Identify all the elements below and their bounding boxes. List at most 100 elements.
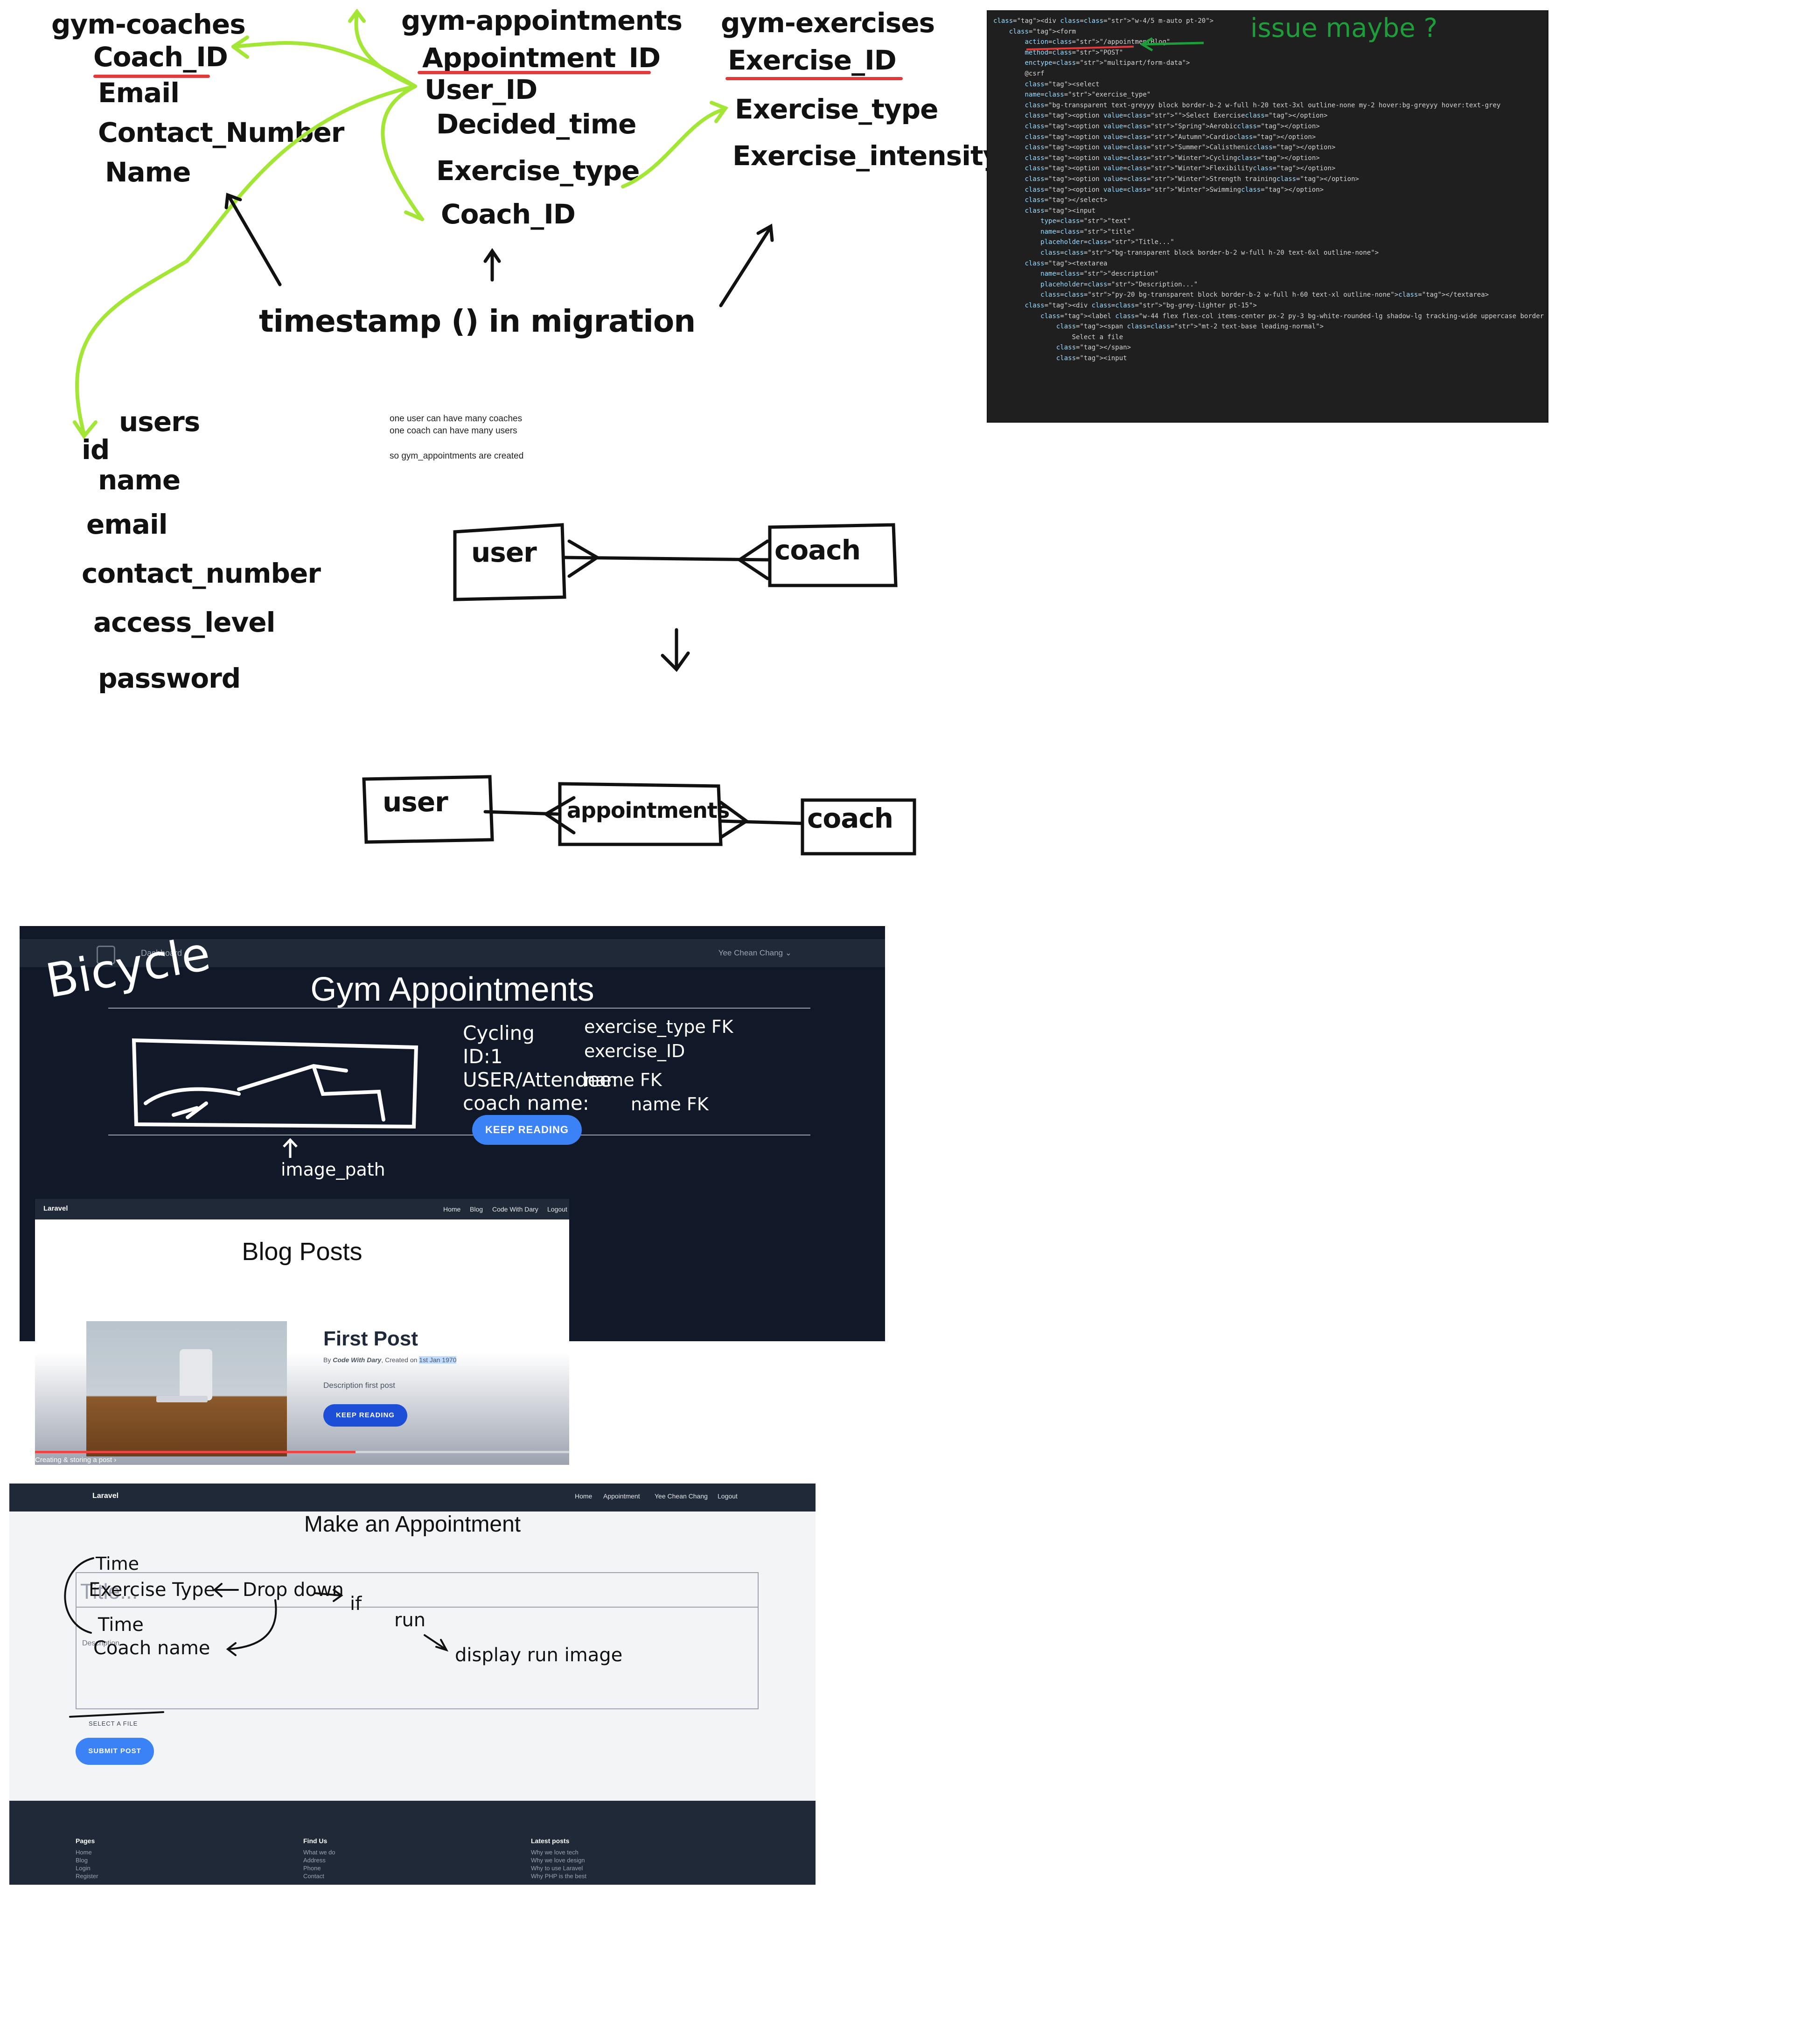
post-meta: By Code With Dary, Created on 1st Jan 19… (323, 1356, 457, 1364)
fk-notes: exercise_type FK exercise_ID name FK nam… (584, 1017, 733, 1115)
code-line: class="tag"><div class=class="str">"bg-g… (1025, 302, 1257, 310)
footer-link[interactable]: Why to use Laravel (531, 1865, 583, 1872)
code-line: class="tag"><textarea (1025, 259, 1108, 267)
issue-note: issue maybe ? (1250, 13, 1438, 43)
make-appointment-screenshot: Laravel Home Appointment Yee Chean Chang… (9, 1484, 816, 1885)
code-line: type=class="str">"text" (1040, 217, 1131, 225)
relation-note: one user can have many coaches (390, 414, 523, 424)
coaches-table-title: gym-coaches (51, 8, 246, 40)
nav-code-with-dary[interactable]: Code With Dary (492, 1205, 538, 1213)
code-line: class="tag"><option value=class="str">"S… (1025, 122, 1320, 130)
footer-heading: Pages (76, 1837, 95, 1845)
coach-id-field: Coach_ID (93, 41, 228, 73)
code-line: class="tag"><select (1025, 80, 1100, 88)
nav-home[interactable]: Home (575, 1492, 593, 1500)
footer-link[interactable]: Why we love design (531, 1857, 585, 1864)
exercise-intensity-field: Exercise_intensity (732, 140, 1001, 172)
footer-link[interactable]: Why we love tech (531, 1849, 579, 1856)
nav-home[interactable]: Home (443, 1205, 461, 1213)
post-description: Description first post (323, 1381, 395, 1390)
submit-post-button[interactable]: SUBMIT POST (76, 1738, 154, 1765)
brand-link[interactable]: Laravel (92, 1492, 119, 1500)
nav-user[interactable]: Yee Chean Chang (655, 1492, 708, 1500)
nav-blog[interactable]: Blog (470, 1205, 483, 1213)
top-nav: Laravel Home Blog Code With Dary Logout (35, 1199, 569, 1219)
footer-link[interactable]: Register (76, 1873, 98, 1880)
code-lines: class="tag"><div class=class="str">"w-4/… (988, 11, 1548, 364)
footer-link[interactable]: Address (303, 1857, 326, 1864)
image-path-note: image_path (281, 1159, 385, 1180)
chevron-right-icon: › (114, 1456, 117, 1464)
code-line: class="tag"><label class="w-44 flex flex… (1040, 312, 1544, 320)
footer-link[interactable]: Why PHP is the best (531, 1873, 586, 1880)
email-field: Email (98, 77, 180, 109)
footer-link[interactable]: Blog (76, 1857, 88, 1864)
time-note: Time (96, 1553, 139, 1574)
footer-links: What we do Address Phone Contact (303, 1848, 335, 1880)
contact-number-field: Contact_Number (98, 117, 344, 148)
users-name-field: name (98, 464, 181, 496)
nav-logout[interactable]: Logout (547, 1205, 567, 1213)
keep-reading-button[interactable]: KEEP READING (472, 1115, 582, 1145)
footer-link[interactable]: What we do (303, 1849, 335, 1856)
dropdown-note: Drop down (243, 1579, 344, 1601)
display-note: display run image (455, 1644, 623, 1666)
footer: Pages Home Blog Login Register Find Us W… (9, 1801, 816, 1885)
video-progress-track[interactable] (35, 1451, 569, 1453)
code-line: class="tag"><option value=class="str">"W… (1025, 154, 1320, 162)
code-line: placeholder=class="str">"Description..." (1040, 280, 1198, 288)
appointments-table-title: gym-appointments (401, 5, 683, 36)
er-appointments-label: appointments (567, 798, 730, 823)
top-nav: Dashboard Yee Chean Chang ⌄ (20, 939, 885, 967)
bicycle-sketch-icon (132, 1038, 418, 1129)
select-file-label[interactable]: SELECT A FILE (89, 1720, 138, 1727)
divider (108, 1008, 810, 1009)
code-line: @csrf (993, 70, 1045, 77)
brand-link[interactable]: Laravel (43, 1205, 68, 1212)
footer-link[interactable]: Contact (303, 1873, 324, 1880)
primary-key-underline (418, 71, 651, 74)
user-menu[interactable]: Yee Chean Chang ⌄ (718, 948, 792, 958)
title-input[interactable]: Title... (76, 1572, 759, 1608)
footer-heading: Latest posts (531, 1837, 570, 1845)
code-line: class="tag"><option value=class="str">"A… (1025, 133, 1316, 141)
code-line: name=class="str">"exercise_type" (1025, 91, 1151, 99)
er-user-label: user (471, 536, 537, 568)
code-line: class="bg-transparent text-greyyy block … (1025, 101, 1501, 109)
coach-name-note: Coach name (93, 1637, 210, 1659)
code-line: class="tag"><form (1009, 28, 1076, 35)
footer-links: Home Blog Login Register (76, 1848, 98, 1880)
appt-coach-id-field: Coach_ID (441, 198, 576, 230)
user-id-field: User_ID (425, 74, 537, 105)
keep-reading-button[interactable]: KEEP READING (323, 1404, 407, 1427)
users-access-field: access_level (93, 606, 276, 638)
code-line: class="tag"><span class=class="str">"mt-… (1056, 323, 1324, 331)
footer-links: Why we love tech Why we love design Why … (531, 1848, 586, 1880)
er-coach-label: coach (807, 802, 893, 834)
users-contact-field: contact_number (82, 557, 321, 589)
nav-appointment[interactable]: Appointment (603, 1492, 640, 1500)
footer-link[interactable]: Phone (303, 1865, 321, 1872)
users-password-field: password (98, 662, 241, 694)
nav-dashboard-link[interactable]: Dashboard (141, 948, 182, 958)
description-textarea[interactable]: Description... (76, 1606, 759, 1709)
appointment-id-field: Appointment_ID (422, 42, 661, 74)
primary-key-underline (93, 75, 210, 78)
title-placeholder: Title... (80, 1579, 138, 1603)
footer-link[interactable]: Login (76, 1865, 91, 1872)
keyboard-shape (156, 1396, 208, 1402)
monitor-shape (180, 1349, 212, 1400)
exercise-type-field: Exercise_type (436, 155, 640, 187)
blog-posts-screenshot: Laravel Home Blog Code With Dary Logout … (35, 1199, 569, 1465)
nav-logout[interactable]: Logout (718, 1492, 738, 1500)
exercise-type-field: Exercise_type (735, 93, 938, 125)
exercise-id-field: Exercise_ID (728, 44, 897, 76)
video-caption[interactable]: Creating & storing a post › (35, 1456, 117, 1464)
er-coach-label: coach (774, 534, 861, 566)
post-title[interactable]: First Post (323, 1327, 418, 1350)
primary-key-underline (725, 77, 903, 80)
time2-note: Time (98, 1614, 144, 1636)
relation-arrow (381, 84, 424, 221)
top-nav: Laravel Home Appointment Yee Chean Chang… (9, 1484, 816, 1512)
footer-link[interactable]: Home (76, 1849, 92, 1856)
